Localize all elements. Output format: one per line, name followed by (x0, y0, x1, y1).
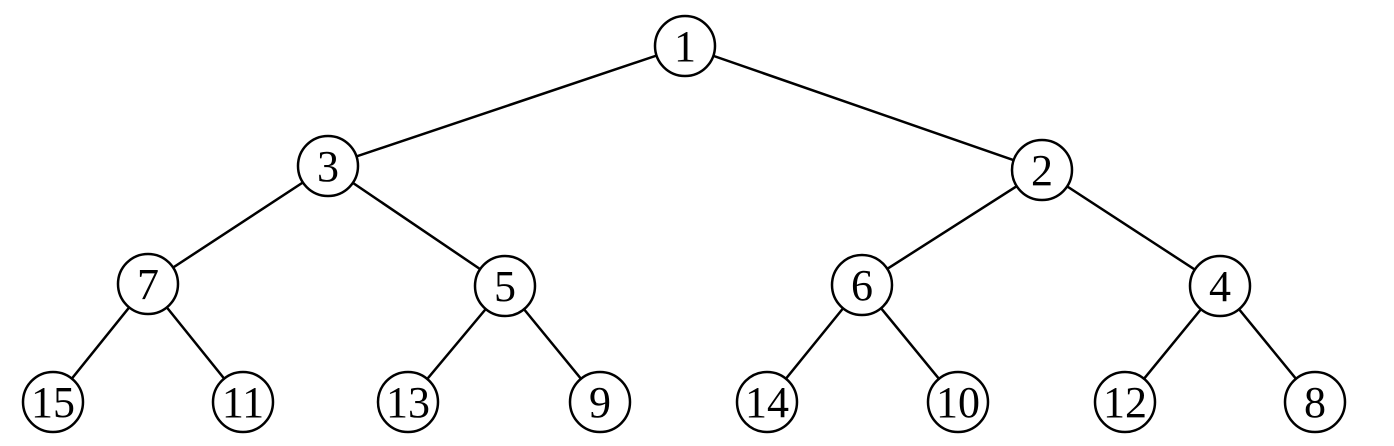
tree-node-circle-10 (926, 370, 990, 434)
tree-node-12: 12 (1093, 370, 1157, 434)
tree-node-1: 1 (653, 14, 717, 78)
tree-node-label-6: 6 (851, 261, 873, 310)
tree-node-label-11: 11 (222, 378, 264, 427)
tree-node-circle-3 (296, 134, 360, 198)
tree-node-circle-11 (211, 370, 275, 434)
tree-node-15: 15 (21, 370, 85, 434)
tree-edge-2-4 (1041, 168, 1221, 288)
tree-node-2: 2 (1010, 138, 1074, 202)
tree-node-8: 8 (1283, 370, 1347, 434)
tree-node-4: 4 (1188, 254, 1252, 318)
tree-edge-1-3 (327, 44, 686, 168)
tree-node-circle-2 (1010, 138, 1074, 202)
tree-node-label-4: 4 (1209, 262, 1231, 311)
tree-node-label-9: 9 (589, 378, 611, 427)
tree-node-label-1: 1 (674, 22, 696, 71)
tree-node-circle-8 (1283, 370, 1347, 434)
tree-node-6: 6 (830, 253, 894, 317)
tree-node-14: 14 (735, 370, 799, 434)
tree-edge-3-5 (327, 164, 506, 288)
tree-node-label-14: 14 (745, 378, 789, 427)
tree-node-label-2: 2 (1031, 146, 1053, 195)
tree-node-circle-15 (21, 370, 85, 434)
tree-node-9: 9 (568, 370, 632, 434)
tree-node-circle-7 (116, 252, 180, 316)
tree-node-label-7: 7 (137, 260, 159, 309)
tree-node-circle-6 (830, 253, 894, 317)
tree-node-label-3: 3 (317, 142, 339, 191)
tree-node-label-13: 13 (386, 378, 430, 427)
tree-node-10: 10 (926, 370, 990, 434)
tree-node-11: 11 (211, 370, 275, 434)
tree-node-circle-9 (568, 370, 632, 434)
tree-node-circle-4 (1188, 254, 1252, 318)
tree-node-label-5: 5 (494, 262, 516, 311)
tree-node-circle-1 (653, 14, 717, 78)
tree-edge-3-7 (147, 164, 329, 286)
tree-node-3: 3 (296, 134, 360, 198)
tree-node-label-10: 10 (936, 378, 980, 427)
tree-node-label-15: 15 (31, 378, 75, 427)
tree-node-circle-5 (473, 254, 537, 318)
tree-node-13: 13 (376, 370, 440, 434)
tree-edge-1-2 (684, 44, 1043, 172)
tree-node-circle-12 (1093, 370, 1157, 434)
tree-node-circle-13 (376, 370, 440, 434)
tree-node-5: 5 (473, 254, 537, 318)
tree-node-7: 7 (116, 252, 180, 316)
tree-node-label-8: 8 (1304, 378, 1326, 427)
tree-edge-2-6 (861, 168, 1043, 287)
tree-node-label-12: 12 (1103, 378, 1147, 427)
tree-node-circle-14 (735, 370, 799, 434)
